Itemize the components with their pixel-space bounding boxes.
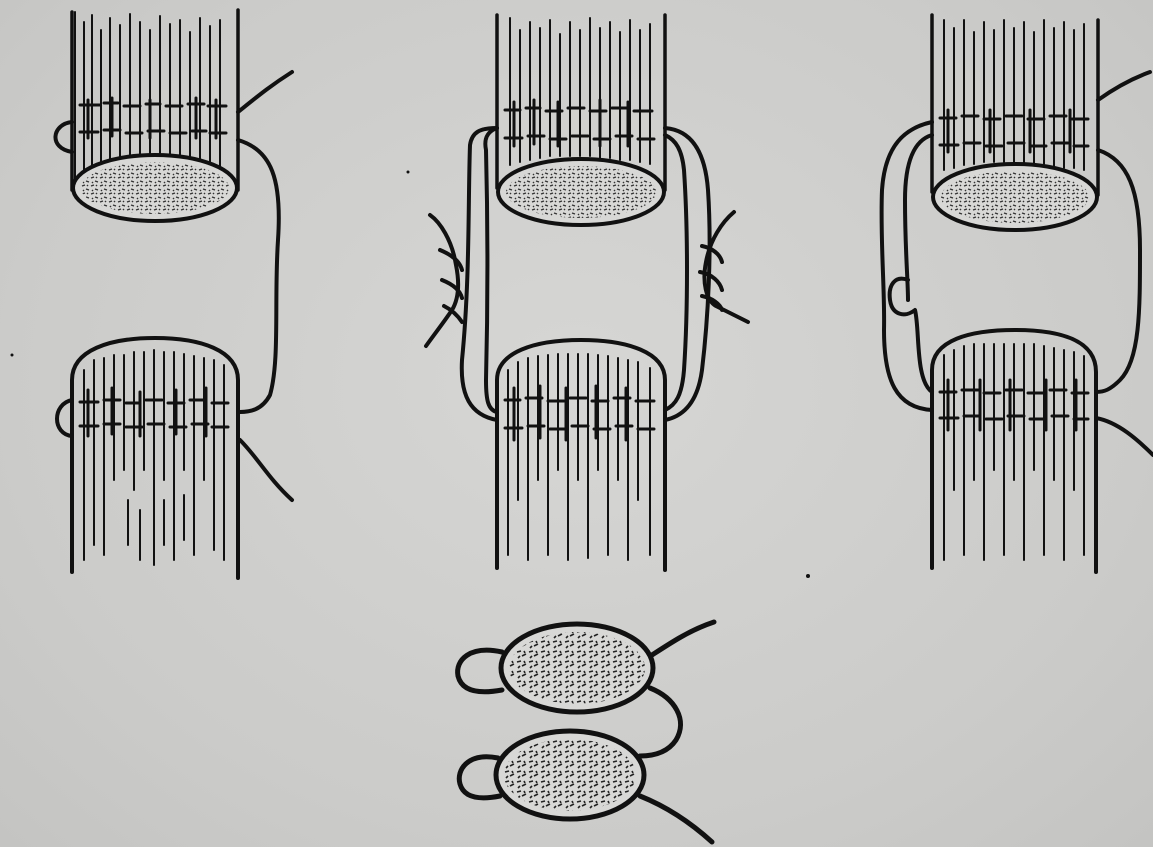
panel-4	[458, 622, 714, 842]
nerve-cross-section-lower	[496, 731, 644, 819]
lower-nerve-stump	[72, 338, 238, 578]
suture-thread	[882, 72, 1153, 455]
upper-nerve-stump	[497, 15, 665, 225]
upper-nerve-stump	[72, 10, 238, 221]
lower-nerve-stump	[932, 330, 1096, 572]
panel-3	[882, 15, 1153, 572]
panel-2	[426, 15, 748, 570]
panel-1	[55, 10, 292, 578]
paper-specks	[11, 171, 811, 579]
lower-nerve-stump	[497, 340, 665, 570]
upper-nerve-stump	[932, 15, 1098, 230]
nerve-cross-section-upper	[501, 624, 653, 712]
